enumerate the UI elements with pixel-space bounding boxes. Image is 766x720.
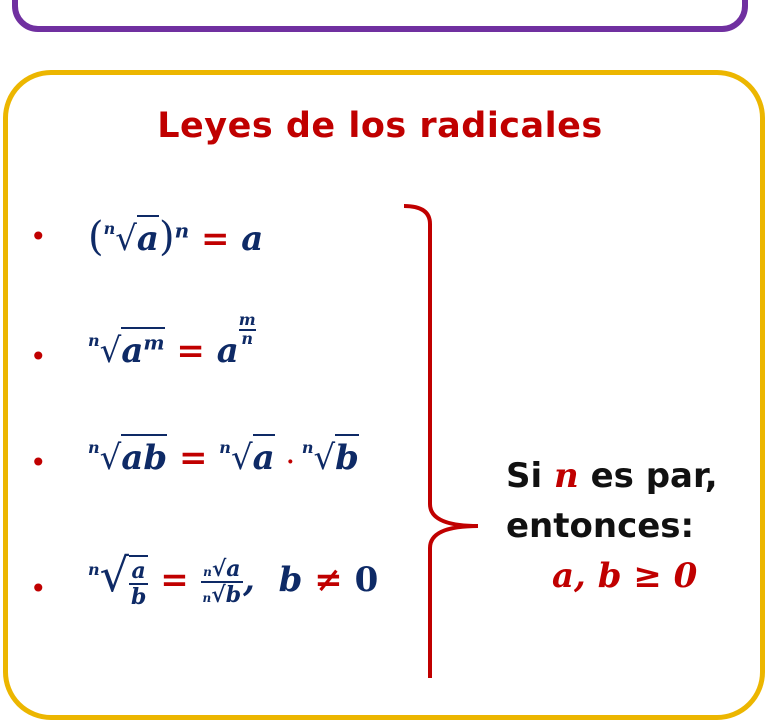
law-power-of-root: (n√a)n = a xyxy=(88,214,264,260)
right-curly-bracket xyxy=(403,204,479,678)
radical-laws-card xyxy=(3,70,765,720)
bullet-3: • xyxy=(30,446,47,479)
condition-line-1: Si n es par, xyxy=(506,456,718,496)
bullet-2: • xyxy=(30,340,47,373)
bullet-4: • xyxy=(30,572,47,605)
condition-line-2: entonces: xyxy=(506,506,695,546)
bullet-1: • xyxy=(30,220,47,253)
top-purple-box xyxy=(12,0,748,32)
law-root-of-product: n√ab = n√a · n√b xyxy=(88,434,359,478)
condition-line-3: a, b ≥ 0 xyxy=(552,556,698,596)
card-title: Leyes de los radicales xyxy=(157,106,603,146)
